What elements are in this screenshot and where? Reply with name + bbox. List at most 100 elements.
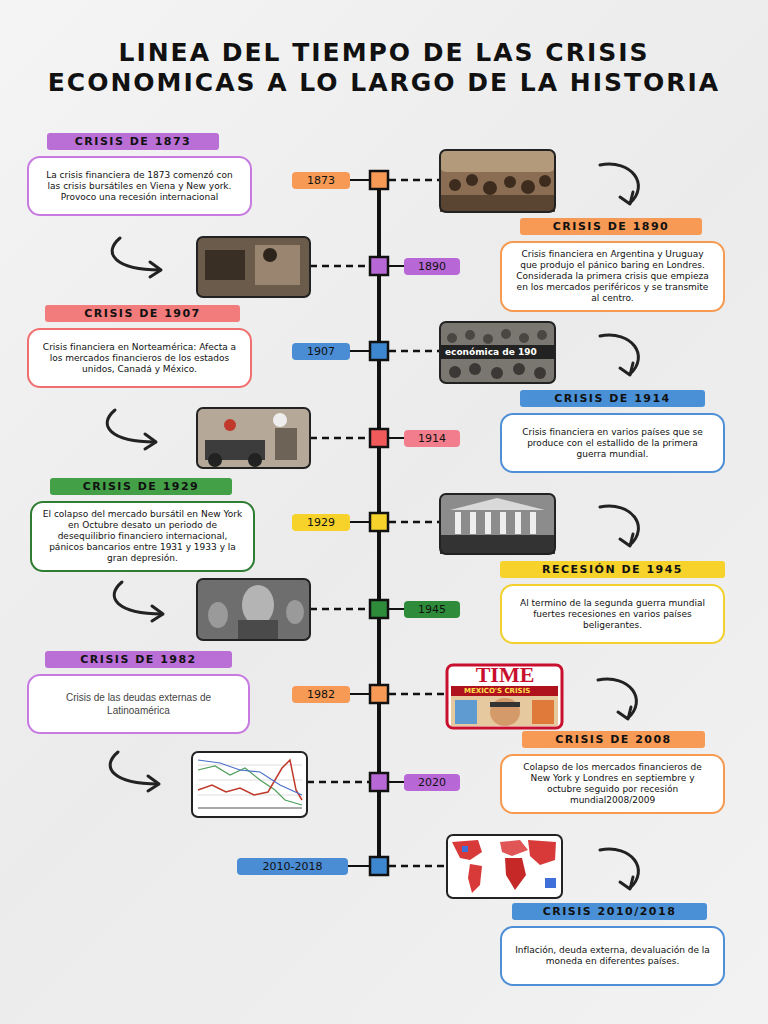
art-path — [545, 878, 556, 888]
art-rect — [370, 171, 388, 189]
year-tag: 2020 — [404, 774, 460, 791]
art-circle — [521, 180, 535, 194]
year-text: 1890 — [418, 260, 446, 273]
art-rect — [370, 773, 388, 791]
event-box: Crisis de las deudas externas de Latinoa… — [27, 674, 250, 734]
art-circle — [465, 330, 475, 340]
art-line — [307, 781, 369, 784]
event-box: La crisis financiera de 1873 comenzó con… — [27, 156, 252, 216]
art-rect — [197, 408, 310, 468]
art-rect — [370, 429, 388, 447]
art-circle — [248, 453, 262, 467]
event-heading: CRISIS DE 2008 — [522, 731, 705, 748]
year-tag: 1907 — [292, 343, 350, 360]
art-rect — [440, 322, 555, 383]
art-line — [350, 693, 370, 695]
year-text: 1929 — [307, 516, 335, 529]
art-path — [600, 335, 638, 374]
photo-1982-magazine — [447, 665, 562, 728]
photo-leaders — [307, 180, 447, 866]
event-description: Colapso de los mercados financieros de N… — [512, 762, 713, 806]
art-path — [150, 262, 161, 277]
art-rect — [440, 150, 555, 172]
art-line — [198, 808, 302, 809]
art-g — [600, 849, 638, 889]
event-card: CRISIS DE 1890Crisis financiera en Argen… — [500, 218, 725, 312]
art-rect — [275, 428, 297, 460]
art-g — [110, 752, 159, 791]
art-rect — [197, 237, 310, 297]
art-path — [600, 164, 638, 203]
art-g — [598, 679, 636, 719]
art-ellipse — [208, 602, 228, 628]
art-circle — [504, 176, 516, 188]
art-rect — [440, 150, 555, 212]
photo-2010-map — [447, 835, 562, 898]
art-rect — [370, 857, 388, 875]
year-tag: 1890 — [404, 258, 460, 275]
year-tag: 1914 — [404, 430, 460, 447]
art-rect — [440, 150, 555, 212]
art-g — [449, 363, 546, 379]
event-heading: CRISIS DE 1914 — [520, 390, 705, 407]
art-ellipse — [490, 698, 520, 726]
photo-1890 — [197, 237, 310, 297]
art-line — [350, 179, 370, 181]
art-g — [455, 512, 536, 534]
photo-1929 — [440, 494, 555, 554]
art-circle — [537, 330, 547, 340]
event-card: CRISIS DE 1907Crisis financiera en Norte… — [27, 305, 252, 388]
event-card: CRISIS DE 1929 El colapso del mercado bur… — [30, 478, 255, 572]
event-box: Al termino de la segunda guerra mundial … — [500, 584, 725, 644]
art-circle — [534, 367, 546, 379]
art-circle — [539, 175, 551, 187]
art-ellipse — [286, 600, 304, 624]
art-rect — [192, 752, 307, 817]
art-path — [618, 707, 631, 719]
art-path — [620, 363, 633, 375]
event-box: Colapso de los mercados financieros de N… — [500, 754, 725, 814]
art-rect — [370, 685, 388, 703]
art-path — [528, 840, 556, 865]
art-circle — [501, 329, 511, 339]
event-box: Inflación, deuda externa, devaluación de… — [500, 926, 725, 986]
art-circle — [263, 248, 277, 262]
year-text: 1873 — [307, 174, 335, 187]
art-rect — [451, 686, 558, 696]
art-rect — [447, 835, 562, 898]
magazine-headline: MEXICO'S CRISIS — [462, 686, 532, 696]
photo-caption: económica de 190 — [443, 346, 539, 358]
art-rect — [455, 700, 477, 724]
art-g — [107, 410, 156, 449]
event-heading: CRISIS DE 1982 — [45, 651, 232, 668]
art-rect — [447, 665, 562, 728]
art-g — [449, 174, 551, 195]
year-text: 1982 — [307, 688, 335, 701]
art-path — [145, 434, 156, 449]
art-circle — [447, 333, 457, 343]
art-line — [198, 795, 302, 796]
art-line — [350, 521, 370, 523]
art-rect — [470, 512, 476, 534]
event-description: El colapso del mercado bursátil en New Y… — [42, 509, 243, 564]
art-rect — [440, 494, 555, 554]
event-heading: RECESIÓN DE 1945 — [500, 561, 725, 578]
art-circle — [483, 181, 497, 195]
event-description: Crisis financiera en varios países que s… — [512, 427, 713, 460]
art-polyline — [198, 760, 302, 795]
event-heading: CRISIS DE 1929 — [50, 478, 232, 495]
art-g — [198, 765, 302, 795]
art-g — [600, 506, 638, 546]
art-line — [198, 780, 302, 781]
art-line — [388, 608, 404, 610]
event-box: Crisis financiera en Argentina y Uruguay… — [500, 241, 725, 312]
event-description: Crisis financiera en Norteamérica: Afect… — [39, 342, 240, 375]
event-description: La crisis financiera de 1873 comenzó con… — [39, 170, 240, 203]
art-rect — [532, 700, 554, 724]
year-text: 1907 — [307, 345, 335, 358]
art-circle — [449, 179, 461, 191]
event-card: CRISIS DE 1914Crisis financiera en vario… — [500, 390, 725, 473]
art-g — [112, 238, 161, 277]
art-rect — [370, 342, 388, 360]
